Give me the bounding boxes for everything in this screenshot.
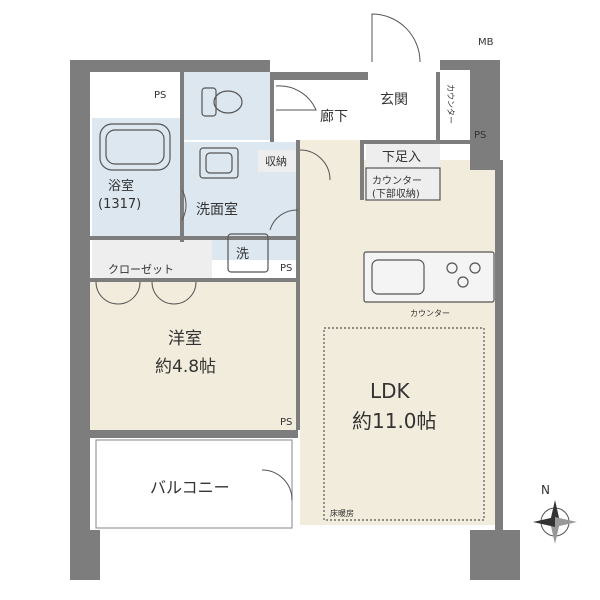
compass: N (533, 483, 577, 544)
counter-storage-label-2: (下部収納) (372, 187, 420, 200)
ldk-floor (300, 160, 495, 525)
closet-floor (92, 238, 212, 280)
wash-basin-inner (205, 152, 233, 174)
wall-right-outer (495, 160, 503, 540)
closet-label: クローゼット (108, 263, 174, 276)
ps-label-1: PS (154, 90, 166, 101)
stove-burner-3 (457, 276, 469, 288)
western-room-name: 洋室 (168, 329, 202, 349)
wall-right (470, 60, 500, 170)
wall-inner-6 (360, 140, 495, 144)
wall-inner-4 (88, 278, 300, 282)
fixtures (95, 87, 495, 529)
wall-bottom-right (470, 530, 520, 580)
entrance-door-swing (371, 13, 421, 63)
storage-floor (258, 150, 300, 172)
stove-burner-1 (446, 262, 458, 274)
compass-north-label: N (541, 483, 550, 497)
bath-size: (1317) (98, 197, 141, 212)
wall-inner-3 (88, 236, 300, 240)
wall-left (70, 60, 90, 540)
entrance-label: 玄関 (380, 91, 408, 108)
shoe-area-label: 下足入 (382, 150, 421, 165)
western-room-size: 約4.8帖 (155, 357, 216, 377)
wall-inner-5 (360, 140, 364, 200)
washer-pan (227, 233, 269, 273)
closet-door-swing-1 (95, 281, 119, 305)
western-room-floor (88, 280, 300, 430)
wall-inner-7 (270, 72, 274, 142)
wall-inner-1 (180, 72, 184, 242)
entrance-counter-label: カウンター (446, 84, 455, 124)
corridor-door-swing (275, 85, 317, 111)
shoe-counter (365, 167, 441, 201)
washroom-label: 洗面室 (196, 201, 238, 218)
bathtub (99, 123, 171, 171)
counter-storage-label-1: カウンター (372, 175, 422, 187)
floor-heating-area (323, 327, 485, 521)
mb-label: MB (478, 37, 494, 48)
wall-top-left (70, 60, 270, 72)
kitchen-counter-label: カウンター (410, 309, 450, 318)
kitchen-sink (371, 259, 425, 295)
wall-balcony-right (228, 430, 298, 438)
wall-inner-8 (436, 72, 440, 142)
western-door-swing (299, 149, 331, 181)
bath-door-swing (181, 189, 187, 221)
closet-door-swing-2 (117, 281, 141, 305)
compass-needle-west (533, 517, 555, 527)
ldk-size: 約11.0帖 (352, 409, 437, 433)
corridor-label: 廊下 (320, 108, 348, 125)
compass-needle-north (550, 500, 560, 522)
closet-door-swing-4 (173, 281, 197, 305)
wall-top-mid (270, 72, 368, 80)
bath-floor (92, 118, 180, 236)
ps-label-3: PS (280, 263, 292, 274)
closet-door-swing-3 (151, 281, 175, 305)
wall-inner-2 (296, 140, 300, 430)
walls (70, 60, 520, 580)
wash-basin (199, 147, 239, 179)
wall-bottom (70, 530, 100, 580)
washroom-door-swing (269, 209, 299, 231)
compass-needle-east (555, 517, 577, 527)
toilet-floor (182, 72, 270, 140)
shoe-area-floor (366, 142, 440, 168)
doors (95, 13, 421, 501)
bath-name: 浴室 (108, 178, 134, 194)
wall-balcony-top (88, 430, 228, 438)
wall-top-right (440, 60, 470, 70)
floor-fills (88, 72, 495, 525)
toilet-bowl (213, 90, 243, 114)
bathtub-inner (105, 129, 165, 165)
ps-label-2: PS (474, 130, 486, 141)
balcony-outline (95, 439, 293, 529)
toilet-tank (201, 87, 217, 117)
room-labels: LDK 約11.0帖 洋室 約4.8帖 浴室 (1317) 洗面室 洗 クローゼ… (98, 37, 494, 518)
ldk-name: LDK (370, 379, 411, 403)
kitchen-counter (363, 251, 495, 303)
washer-label: 洗 (236, 247, 249, 262)
balcony-label: バルコニー (150, 478, 230, 497)
ldk-floor-upper (300, 140, 360, 170)
floor-heating-label: 床暖房 (330, 508, 354, 518)
compass-needle-south (550, 522, 560, 544)
ps-label-4: PS (280, 417, 292, 428)
balcony-door-swing (261, 469, 293, 501)
stove-burner-2 (469, 262, 481, 274)
storage-label: 収納 (265, 155, 287, 168)
